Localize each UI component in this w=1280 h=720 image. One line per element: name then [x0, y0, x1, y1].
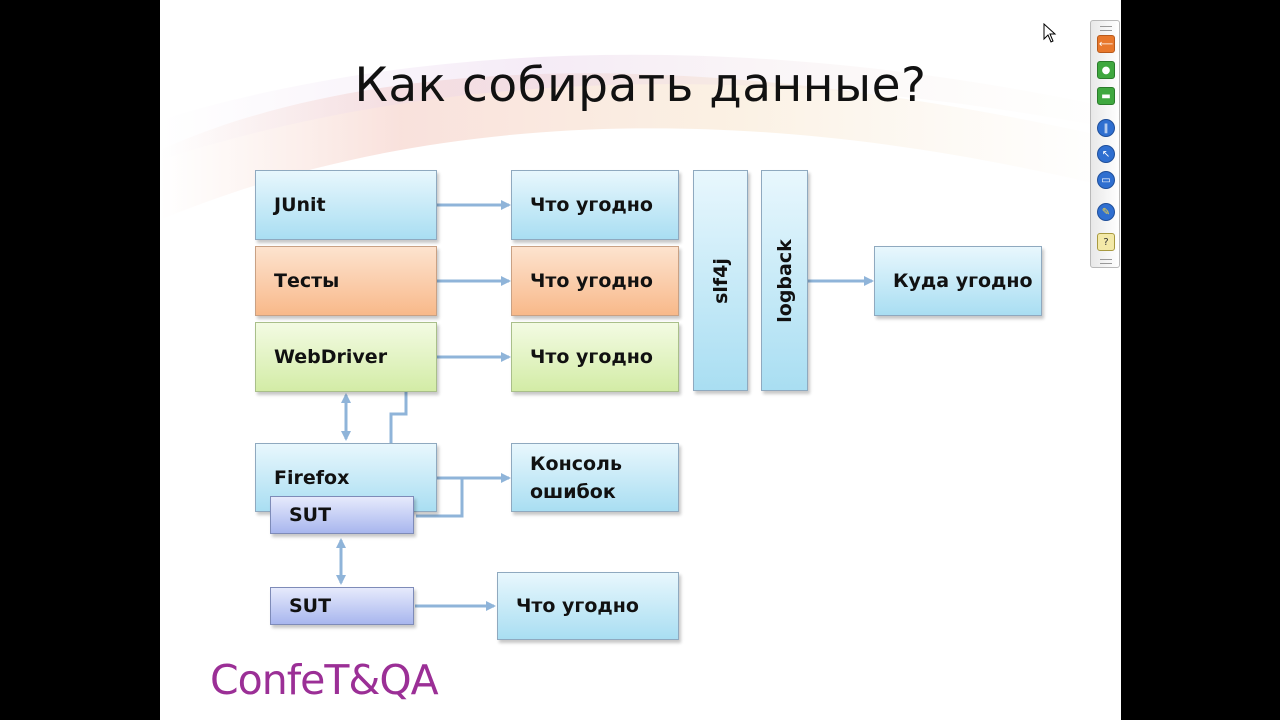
mouse-cursor-icon — [1043, 23, 1057, 43]
sut-box: SUT — [270, 587, 414, 625]
tests-box: Тесты — [255, 246, 437, 316]
pen-icon[interactable]: ✎ — [1097, 203, 1115, 221]
any-box-2: Что угодно — [511, 246, 679, 316]
console-box: Консоль ошибок — [511, 443, 679, 512]
any-label-4: Что угодно — [516, 595, 639, 617]
anywhere-box: Куда угодно — [874, 246, 1042, 316]
slf4j-label: slf4j — [709, 257, 732, 304]
presentation-toolbar: ⟵ ● ▬ ‖ ↖ ▭ ✎ ? — [1090, 20, 1120, 268]
back-icon[interactable]: ⟵ — [1097, 35, 1115, 53]
chat-icon[interactable]: ▭ — [1097, 171, 1115, 189]
sut-label: SUT — [289, 595, 332, 617]
any-label-2: Что угодно — [530, 270, 653, 292]
slide-title: Как собирать данные? — [354, 58, 927, 113]
sut-firefox-box: SUT — [270, 496, 414, 534]
webdriver-label: WebDriver — [274, 346, 388, 368]
any-label-3: Что угодно — [530, 346, 653, 368]
any-label-1: Что угодно — [530, 194, 653, 216]
any-box-4: Что угодно — [497, 572, 679, 640]
presentation-slide: Как собирать данные? JUnit Тесты — [160, 0, 1121, 720]
tests-label: Тесты — [274, 270, 340, 292]
logback-label: logback — [773, 238, 796, 323]
conference-logo: ConfeT&QA — [210, 656, 439, 704]
webdriver-box: WebDriver — [255, 322, 437, 392]
console-label-line1: Консоль — [530, 452, 622, 475]
console-label-line2: ошибок — [530, 480, 616, 503]
screen-icon[interactable]: ▬ — [1097, 87, 1115, 105]
toolbar-grip-top[interactable] — [1100, 26, 1112, 31]
any-box-3: Что угодно — [511, 322, 679, 392]
pointer-icon[interactable]: ↖ — [1097, 145, 1115, 163]
any-box-1: Что угодно — [511, 170, 679, 240]
arrow-firefox-webdriver — [389, 378, 411, 450]
junit-box: JUnit — [255, 170, 437, 240]
junit-label: JUnit — [274, 194, 326, 216]
slf4j-box: slf4j — [693, 170, 748, 391]
microphone-icon[interactable]: ● — [1097, 61, 1115, 79]
help-icon[interactable]: ? — [1097, 233, 1115, 251]
background-swoosh — [160, 54, 1121, 220]
anywhere-label: Куда угодно — [893, 270, 1033, 292]
toolbar-grip-bottom[interactable] — [1100, 259, 1112, 264]
sut-firefox-label: SUT — [289, 504, 332, 526]
connector-arrows — [336, 200, 874, 611]
arrow-sut-console — [416, 478, 464, 518]
firefox-label: Firefox — [274, 467, 350, 489]
logback-box: logback — [761, 170, 808, 391]
pause-icon[interactable]: ‖ — [1097, 119, 1115, 137]
